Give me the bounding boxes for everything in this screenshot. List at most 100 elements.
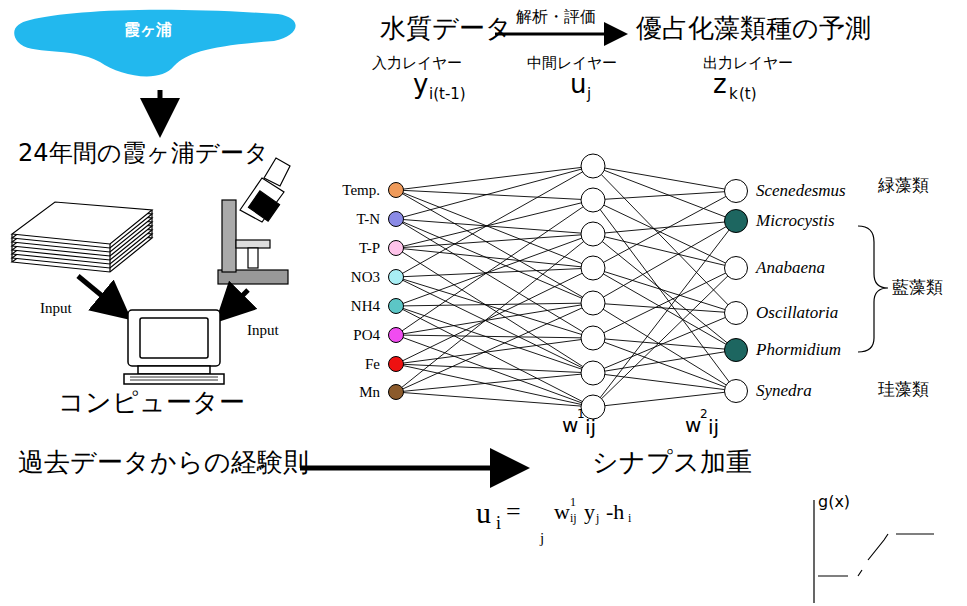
hidden-neuron <box>581 256 605 280</box>
text-label: ij <box>585 416 596 438</box>
species-label: Microcystis <box>756 212 835 231</box>
flow-arrow <box>300 466 520 471</box>
text-label: u <box>570 70 586 99</box>
node-shape <box>10 6 300 86</box>
text-label: コンピューター <box>58 388 245 417</box>
text-label: g(x) <box>818 493 850 511</box>
input-neuron: NO3 <box>388 269 404 285</box>
node-shape <box>388 211 404 227</box>
node-shape <box>388 182 404 198</box>
output-neuron: Oscillatoria <box>724 301 748 325</box>
text-label: Input <box>40 300 72 317</box>
output-neuron: Microcystis <box>724 209 748 233</box>
species-label: Oscillatoria <box>756 304 838 323</box>
input-label: Temp. <box>342 182 380 199</box>
hidden-neuron <box>581 188 605 212</box>
text-label: シナプス加重 <box>592 448 752 477</box>
text-label: = <box>506 498 521 527</box>
text-label: 24年間の霞ヶ浦データ <box>18 140 269 166</box>
species-label: Scenedesmus <box>756 182 846 201</box>
input-neuron: T-N <box>388 211 404 227</box>
text-label: 優占化藻類種の予測 <box>636 14 871 43</box>
text-label: ij <box>708 416 719 438</box>
node-shape <box>724 209 748 233</box>
group-brace <box>858 226 888 352</box>
text-label: 1 <box>577 408 585 421</box>
text-label: i <box>496 514 501 534</box>
hidden-neuron <box>581 222 605 246</box>
text-label: 2 <box>700 408 708 421</box>
microscope <box>218 158 290 284</box>
text-label: 過去データからの経験則 <box>18 448 309 477</box>
text-label: (t) <box>739 86 757 103</box>
input-neuron: NH4 <box>388 298 404 314</box>
node-shape <box>388 240 404 256</box>
text-label: 1 <box>570 496 576 509</box>
node-shape <box>388 269 404 285</box>
input-label: T-P <box>359 240 380 257</box>
text-label: j <box>540 530 544 547</box>
down-arrow <box>158 90 163 128</box>
output-neuron: Anabaena <box>724 256 748 280</box>
text-label: k <box>729 86 738 103</box>
input-neuron: PO4 <box>388 327 404 343</box>
text-label: -h <box>606 500 624 524</box>
node-shape <box>388 356 404 372</box>
text-label: u <box>476 496 491 529</box>
input-label: Fe <box>365 356 380 373</box>
text-label: j <box>587 86 591 103</box>
text-label: 藍藻類 <box>892 278 943 297</box>
input-neuron: Temp. <box>388 182 404 198</box>
text-label: w <box>554 500 570 524</box>
hidden-neuron <box>581 154 605 178</box>
input-label: Mn <box>359 384 380 401</box>
species-label: Anabaena <box>756 259 825 278</box>
text-label: 緑藻類 <box>878 176 929 195</box>
flow-arrow <box>495 33 622 36</box>
node-shape <box>724 256 748 280</box>
node-shape <box>724 301 748 325</box>
hidden-neuron <box>581 291 605 315</box>
input-label: NH4 <box>351 298 380 315</box>
document-stack <box>12 202 152 272</box>
text-label: w <box>562 414 578 436</box>
input-label: NO3 <box>351 269 380 286</box>
output-neuron: Phormidium <box>724 338 748 362</box>
text-label: j <box>596 512 599 525</box>
node-shape <box>388 327 404 343</box>
node-shape <box>388 298 404 314</box>
text-label: Input <box>247 322 279 339</box>
lake-name: 霞ヶ浦 <box>124 21 172 39</box>
input-neuron: T-P <box>388 240 404 256</box>
input-label: T-N <box>356 211 380 228</box>
species-label: Phormidium <box>756 341 841 360</box>
text-label: ij <box>570 512 577 525</box>
input-label: PO4 <box>353 327 380 344</box>
text-label: y <box>584 500 595 524</box>
computer <box>124 310 224 384</box>
input-arrow <box>78 276 124 314</box>
lake-shape: 霞ヶ浦 <box>10 6 300 86</box>
activation-graph <box>814 500 934 603</box>
output-neuron: Scenedesmus <box>724 179 748 203</box>
text-label: i <box>628 512 631 525</box>
node-shape <box>724 179 748 203</box>
node-shape <box>388 384 404 400</box>
node-shape <box>724 379 748 403</box>
species-label: Synedra <box>756 382 812 401</box>
input-neuron: Mn <box>388 384 404 400</box>
text-label: 珪藻類 <box>878 380 929 399</box>
text-label: w <box>685 414 701 436</box>
output-neuron: Synedra <box>724 379 748 403</box>
network-connections <box>396 166 736 407</box>
text-label: 解析・評価 <box>516 8 596 26</box>
text-label: i(t-1) <box>429 86 466 103</box>
text-label: 水質データ <box>380 14 512 43</box>
text-label: y <box>413 70 428 99</box>
text-label: z <box>713 70 727 99</box>
input-arrow <box>222 290 248 316</box>
input-neuron: Fe <box>388 356 404 372</box>
hidden-neuron <box>581 326 605 350</box>
hidden-layer <box>581 154 605 419</box>
